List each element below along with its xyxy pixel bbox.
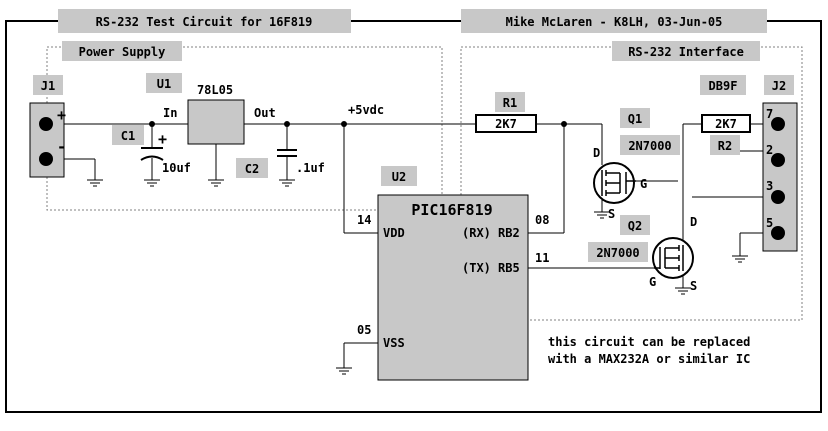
j2-pin-label-5: 5 [766, 216, 773, 230]
rs232-label-box [612, 41, 760, 61]
j1-ref: J1 [41, 79, 55, 93]
q2-part-box [588, 242, 648, 262]
u2-vss: VSS [383, 336, 405, 350]
q2-ref-box [620, 215, 650, 235]
junction [341, 121, 347, 127]
q2-part: 2N7000 [596, 246, 639, 260]
ground-icon [732, 255, 748, 263]
j2-pin-label-7: 7 [766, 107, 773, 121]
u1-part: 78L05 [197, 83, 233, 97]
note-line-2: with a MAX232A or similar IC [548, 352, 750, 366]
q1-d: D [593, 146, 600, 160]
j1-plus-label: + [57, 106, 66, 124]
j2-ref: J2 [772, 79, 786, 93]
r1-ref: R1 [503, 96, 517, 110]
j1-ref-box [33, 75, 63, 95]
r2-ref: R2 [718, 139, 732, 153]
power-wires [64, 123, 476, 234]
power-supply-label: Power Supply [79, 45, 166, 59]
q1-part: 2N7000 [628, 139, 671, 153]
db9f-label: DB9F [709, 79, 738, 93]
q2-ref: Q2 [628, 219, 642, 233]
j2-ref-box [764, 75, 794, 95]
q1-g: G [640, 177, 647, 191]
ground-icon [144, 179, 160, 187]
rs232-wires [528, 123, 778, 288]
junction [149, 121, 155, 127]
j1-pin-plus [39, 117, 53, 131]
c2-ref-box [236, 158, 268, 178]
u2-mcu-body [377, 194, 529, 381]
vss-wire [343, 342, 378, 368]
c1-polarity: + [158, 130, 167, 148]
db9f-box [700, 75, 746, 95]
junction [284, 121, 290, 127]
u2-rx: (RX) [462, 226, 491, 240]
r1-value: 2K7 [495, 117, 517, 131]
ground-icon [279, 179, 295, 187]
q1-ref: Q1 [628, 112, 642, 126]
ground-icon [594, 211, 610, 219]
j2-pin-5 [771, 226, 785, 240]
ground-icon [675, 287, 691, 295]
q2-d: D [690, 215, 697, 229]
power-supply-label-box [62, 41, 182, 61]
u2-pin05: 05 [357, 323, 371, 337]
u2-rb5: RB5 [498, 261, 520, 275]
c1-plate-bottom [140, 155, 164, 161]
q2-g: G [649, 275, 656, 289]
u1-in-label: In [163, 106, 177, 120]
title-box [58, 9, 351, 33]
q1-ref-box [620, 108, 650, 128]
u2-rb2: RB2 [498, 226, 520, 240]
u2-pin08: 08 [535, 213, 549, 227]
ground-icon [87, 179, 103, 187]
u1-ref-box [146, 73, 182, 93]
u2-part: PIC16F819 [411, 201, 492, 219]
c1-value: 10uf [162, 161, 191, 175]
j1-pin-minus [39, 152, 53, 166]
r2-resistor [701, 114, 751, 133]
q1-part-box [620, 135, 680, 155]
j2-pin-3 [771, 190, 785, 204]
ground-icon [208, 179, 224, 187]
title-text: RS-232 Test Circuit for 16F819 [96, 15, 313, 29]
q1-s: S [608, 207, 615, 221]
u1-regulator [187, 99, 245, 145]
power-supply-region [46, 46, 443, 211]
r2-value: 2K7 [715, 117, 737, 131]
c1-ref: C1 [121, 129, 135, 143]
r1-ref-box [495, 92, 525, 112]
q1-mosfet-symbol [601, 170, 636, 196]
q2-s: S [690, 279, 697, 293]
c1-ref-box [112, 125, 144, 145]
u2-pin11: 11 [535, 251, 549, 265]
author-text: Mike McLaren - K8LH, 03-Jun-05 [506, 15, 723, 29]
ground-icon [336, 367, 352, 375]
u1-ref: U1 [157, 77, 171, 91]
r2-ref-box [710, 135, 740, 155]
j2-pin-2 [771, 153, 785, 167]
u1-out-label: Out [254, 106, 276, 120]
note-line-1: this circuit can be replaced [548, 335, 750, 349]
u2-pin14: 14 [357, 213, 371, 227]
c2-value: .1uf [296, 161, 325, 175]
u2-ref-box [381, 166, 417, 186]
c2-ref: C2 [245, 162, 259, 176]
j1-minus-label: - [57, 138, 66, 156]
net-5v-label: +5vdc [348, 103, 384, 117]
j2-pin-label-3: 3 [766, 179, 773, 193]
u2-tx: (TX) [462, 261, 491, 275]
author-box [461, 9, 767, 33]
u2-vdd: VDD [383, 226, 405, 240]
u2-ref: U2 [392, 170, 406, 184]
q2-mosfet-symbol [654, 245, 684, 271]
j2-pin-7 [771, 117, 785, 131]
rs232-region [460, 46, 803, 321]
j2-pin-label-2: 2 [766, 143, 773, 157]
rs232-label: RS-232 Interface [628, 45, 744, 59]
outer-frame [5, 20, 822, 413]
